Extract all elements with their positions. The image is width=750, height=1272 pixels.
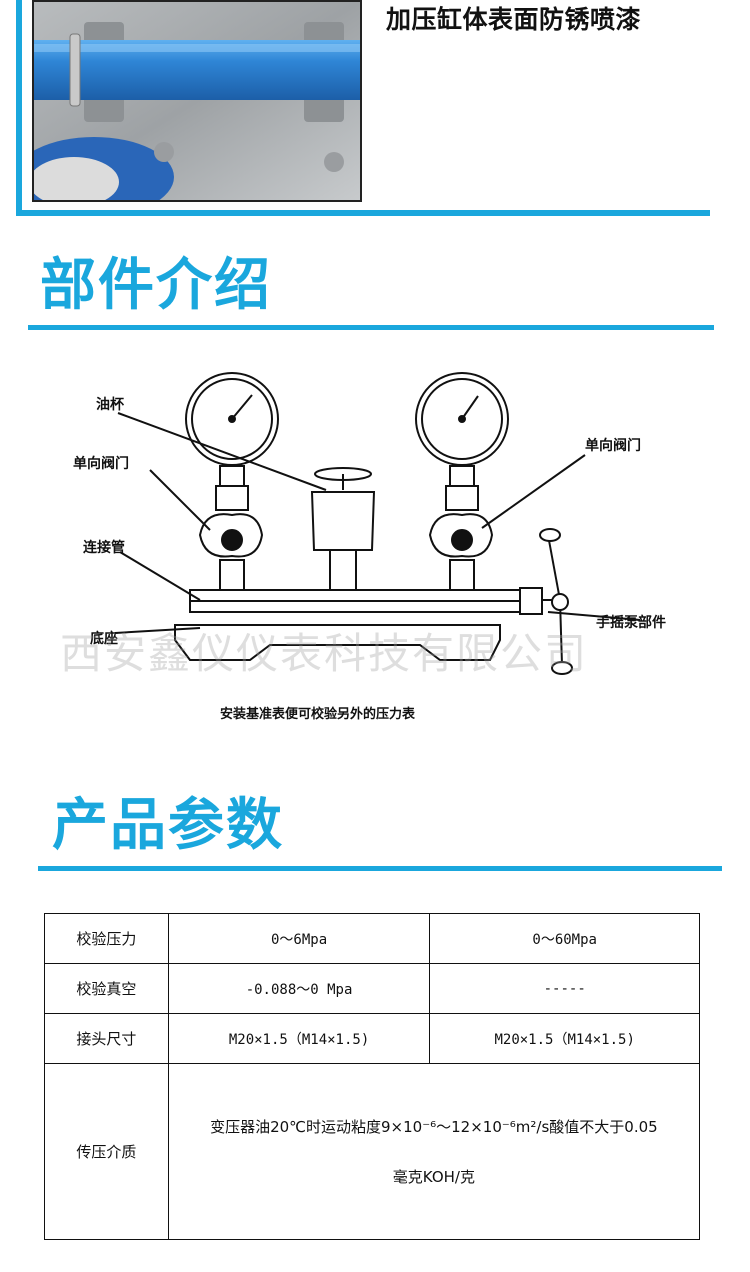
photo-caption: 加压缸体表面防锈喷漆 [386, 5, 642, 34]
row-label: 校验压力 [44, 913, 169, 964]
diagram-drawing [114, 372, 641, 675]
cell-value: ----- [429, 963, 700, 1014]
table-row: 传压介质 变压器油20℃时运动粘度9×10⁻⁶～12×10⁻⁶m²/s酸值不大于… [44, 1063, 701, 1240]
top-frame-left-border [16, 0, 22, 216]
cell-value: 0～6Mpa [167, 913, 431, 964]
label-check-valve-right: 单向阀门 [585, 438, 641, 454]
cell-value: -0.088～0 Mpa [167, 963, 431, 1014]
params-section-title: 产品参数 [52, 793, 284, 858]
components-section-line [28, 325, 714, 330]
row-label: 传压介质 [44, 1063, 169, 1240]
row-label: 校验真空 [44, 963, 169, 1014]
diagram-caption: 安装基准表便可校验另外的压力表 [220, 707, 416, 722]
label-base: 底座 [90, 631, 118, 647]
product-photo [32, 0, 362, 202]
cell-value: M20×1.5（M14×1.5) [167, 1013, 431, 1064]
photo-illustration [34, 2, 360, 200]
watermark-text: 西安鑫仪仪表科技有限公司 [60, 629, 589, 678]
label-connecting-pipe: 连接管 [83, 540, 125, 556]
medium-line-2: 毫克KOH/克 [392, 1167, 475, 1186]
table-row: 校验真空 -0.088～0 Mpa ----- [44, 963, 700, 1014]
label-oil-cup: 油杯 [96, 397, 124, 413]
table-row: 校验压力 0～6Mpa 0～60Mpa [44, 913, 700, 964]
top-frame-bottom-border [16, 210, 710, 216]
params-table: 校验压力 0～6Mpa 0～60Mpa 校验真空 -0.088～0 Mpa --… [44, 913, 701, 1240]
label-hand-pump: 手摇泵部件 [596, 615, 666, 631]
cell-value: M20×1.5（M14×1.5) [429, 1013, 700, 1064]
label-check-valve-left: 单向阀门 [73, 456, 129, 472]
row-label: 接头尺寸 [44, 1013, 169, 1064]
table-row: 接头尺寸 M20×1.5（M14×1.5) M20×1.5（M14×1.5) [44, 1013, 700, 1064]
params-section-line [38, 866, 722, 871]
medium-line-1: 变压器油20℃时运动粘度9×10⁻⁶～12×10⁻⁶m²/s酸值不大于0.05 [210, 1117, 658, 1136]
components-section-title: 部件介绍 [40, 253, 272, 318]
cell-value: 0～60Mpa [429, 913, 700, 964]
medium-description: 变压器油20℃时运动粘度9×10⁻⁶～12×10⁻⁶m²/s酸值不大于0.05 … [167, 1063, 701, 1240]
components-diagram: 油杯 单向阀门 连接管 底座 单向阀门 手摇泵部件 [73, 372, 666, 675]
